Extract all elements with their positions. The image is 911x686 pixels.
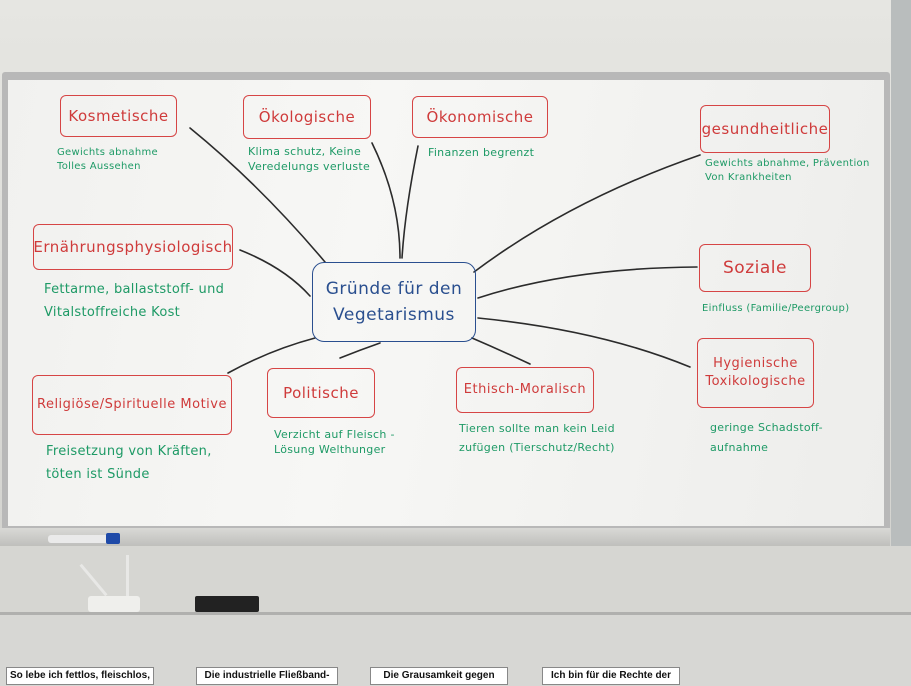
notes-kosmetische: Gewichts abnahme Tolles Aussehen	[57, 146, 158, 173]
note-line: Veredelungs verluste	[248, 159, 371, 173]
note-line: töten ist Sünde	[46, 467, 150, 483]
note-line: Gewichts abnahme	[57, 147, 158, 158]
marker-cap	[106, 533, 120, 544]
notes-ernaehrung: Fettarme, ballaststoff- und Vitalstoffre…	[44, 278, 224, 325]
category-hygienische: Hygienische Toxikologische	[697, 338, 814, 408]
category-title: Ethisch-Moralisch	[463, 382, 587, 397]
notes-hygienische: geringe Schadstoff- aufnahme	[710, 418, 823, 458]
category-ernaehrung: Ernährungsphysiologisch	[33, 224, 233, 270]
note-line: Tieren sollte man kein Leid	[459, 422, 615, 435]
central-topic: Gründe für den Vegetarismus	[312, 262, 476, 342]
power-socket	[195, 596, 259, 612]
connector-ernaehrung	[239, 249, 311, 297]
notes-oekonomische: Finanzen begrenzt	[428, 146, 534, 161]
category-title: Ökonomische	[426, 108, 534, 126]
shelf	[0, 546, 911, 618]
category-title: Politische	[283, 384, 359, 402]
notes-religioese: Freisetzung von Kräften, töten ist Sünde	[46, 440, 212, 487]
category-title: Religiöse/Spirituelle Motive	[37, 397, 227, 412]
notes-gesundheitliche: Gewichts abnahme, Prävention Von Krankhe…	[705, 157, 870, 184]
category-ethisch: Ethisch-Moralisch	[456, 367, 594, 413]
category-title: Soziale	[723, 258, 787, 278]
category-title: Ökologische	[258, 108, 356, 126]
note-line: aufnahme	[710, 440, 769, 454]
poster-2: Die industrielle Fließband-	[196, 667, 338, 685]
poster-4: Ich bin für die Rechte der	[542, 667, 680, 685]
note-line: Von Krankheiten	[705, 171, 792, 183]
connector-oekologische	[371, 142, 401, 259]
connector-politische	[339, 342, 381, 359]
notes-politische: Verzicht auf Fleisch - Lösung Welthunger	[274, 428, 395, 458]
window-frame	[891, 0, 911, 600]
category-oekonomische: Ökonomische	[412, 96, 548, 138]
connector-hygienische	[477, 317, 691, 368]
category-title: Kosmetische	[68, 107, 169, 125]
note-line: Klima schutz, Keine	[248, 145, 362, 158]
router-antenna	[126, 555, 129, 597]
connector-soziale	[477, 266, 698, 299]
note-line: Fettarme, ballaststoff- und	[44, 282, 225, 297]
wifi-router	[88, 596, 140, 612]
category-oekologische: Ökologische	[243, 95, 371, 139]
notes-ethisch: Tieren sollte man kein Leid zufügen (Tie…	[459, 420, 615, 457]
category-politische: Politische	[267, 368, 375, 418]
note-line: Gewichts abnahme, Prävention	[705, 158, 870, 169]
connector-religioese	[227, 337, 316, 374]
whiteboard	[8, 80, 884, 526]
poster-1: So lebe ich fettlos, fleischlos,	[6, 667, 154, 685]
note-line: Freisetzung von Kräften,	[46, 444, 212, 459]
category-title: gesundheitliche	[701, 120, 829, 138]
central-topic-line1: Gründe für den	[325, 279, 463, 299]
marker-tray	[0, 528, 890, 546]
connector-oekonomische	[401, 145, 419, 259]
note-line: Einfluss (Familie/Peergroup)	[702, 303, 850, 314]
category-title: Ernährungsphysiologisch	[33, 238, 233, 256]
notes-oekologische: Klima schutz, Keine Veredelungs verluste	[248, 145, 370, 175]
category-title-line2: Toxikologische	[705, 374, 806, 389]
category-gesundheitliche: gesundheitliche	[700, 105, 830, 153]
category-kosmetische: Kosmetische	[60, 95, 177, 137]
category-soziale: Soziale	[699, 244, 811, 292]
notes-soziale: Einfluss (Familie/Peergroup)	[702, 302, 849, 316]
note-line: geringe Schadstoff-	[710, 421, 823, 434]
note-line: Verzicht auf Fleisch -	[274, 428, 395, 441]
category-religioese: Religiöse/Spirituelle Motive	[32, 375, 232, 435]
connector-kosmetische	[189, 127, 326, 263]
central-topic-line2: Vegetarismus	[333, 305, 455, 325]
connector-ethisch	[471, 337, 531, 365]
note-line: zufügen (Tierschutz/Recht)	[459, 440, 615, 454]
note-line: Vitalstoffreiche Kost	[44, 305, 181, 321]
category-title: Hygienische	[713, 356, 798, 371]
connector-gesundheitliche	[473, 154, 701, 273]
note-line: Finanzen begrenzt	[428, 146, 535, 159]
whiteboard-marker	[48, 535, 118, 543]
note-line: Lösung Welthunger	[274, 442, 386, 456]
note-line: Tolles Aussehen	[57, 160, 141, 172]
poster-3: Die Grausamkeit gegen	[370, 667, 508, 685]
